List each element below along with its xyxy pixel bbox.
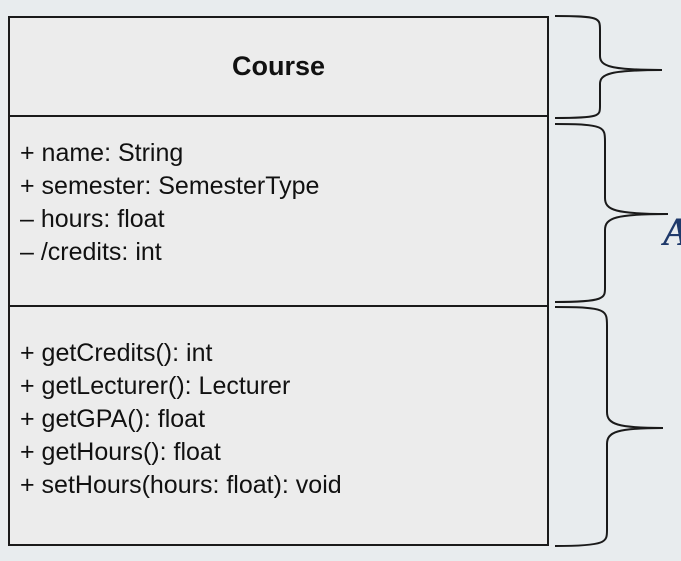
operation-item: + getLecturer(): Lecturer (20, 372, 291, 400)
operations-brace (554, 306, 664, 547)
uml-class-box: Course + name: String + semester: Semest… (8, 16, 549, 546)
attribute-item: + semester: SemesterType (20, 172, 320, 200)
attribute-item: + name: String (20, 139, 184, 167)
operations-compartment: + getCredits(): int + getLecturer(): Lec… (10, 307, 547, 544)
operation-item: + getHours(): float (20, 438, 221, 466)
operation-item: + getGPA(): float (20, 405, 206, 433)
attributes-brace (554, 123, 669, 303)
class-name: Course (231, 51, 326, 81)
attributes-compartment: + name: String + semester: SemesterType … (10, 117, 547, 307)
attribute-item: – /credits: int (20, 238, 162, 266)
operation-item: + getCredits(): int (20, 339, 213, 367)
operation-item: + setHours(hours: float): void (20, 471, 342, 499)
name-brace (554, 15, 663, 119)
attribute-item: – hours: float (20, 205, 165, 233)
class-name-compartment: Course (10, 18, 547, 117)
partial-annotation-glyph: A (663, 208, 681, 255)
